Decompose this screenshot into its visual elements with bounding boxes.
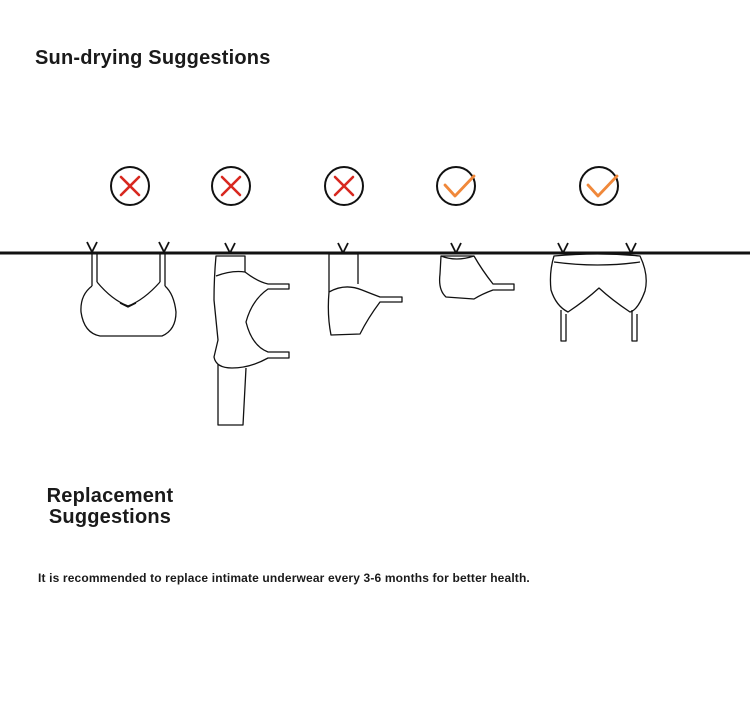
check-icon	[436, 166, 476, 206]
garment-bra-hung-by-cup-edge	[327, 242, 403, 336]
replacement-title-line-2: Suggestions	[48, 506, 172, 528]
cross-icon	[324, 166, 364, 206]
verdict-icon-1	[110, 166, 150, 206]
garment-bra-hung-by-straps	[80, 241, 177, 337]
verdict-icon-5	[579, 166, 619, 206]
replacement-title: Replacement Suggestions	[20, 486, 200, 528]
verdict-icon-3	[324, 166, 364, 206]
cross-icon	[211, 166, 251, 206]
check-icon	[579, 166, 619, 206]
verdict-icon-4	[436, 166, 476, 206]
garment-bra-inverted-hung-by-band	[549, 242, 647, 342]
verdict-icon-2	[211, 166, 251, 206]
garment-bra-folded-hung-by-cup	[438, 242, 515, 300]
replacement-title-line-1: Replacement	[46, 485, 174, 507]
sun-drying-illustration	[0, 166, 750, 426]
cross-icon	[110, 166, 150, 206]
garment-bra-hung-by-side-band	[213, 242, 290, 426]
replacement-text: It is recommended to replace intimate un…	[38, 571, 530, 585]
sun-drying-title: Sun-drying Suggestions	[35, 47, 271, 69]
